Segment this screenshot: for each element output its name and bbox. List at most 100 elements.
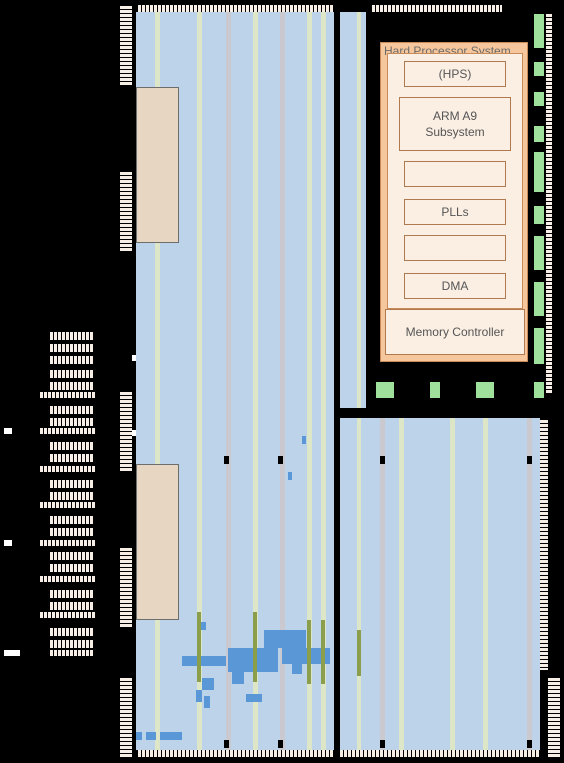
placed-logic[interactable] (136, 732, 142, 740)
hps-io-block[interactable] (476, 382, 494, 398)
m10k-column[interactable] (450, 418, 455, 750)
pin-group[interactable] (40, 428, 96, 434)
pin-group[interactable] (50, 344, 94, 352)
io-bank-top[interactable] (138, 5, 334, 12)
placed-logic[interactable] (288, 472, 292, 480)
hard-memory-block[interactable] (136, 464, 179, 620)
hps-io-block[interactable] (534, 92, 544, 106)
hps-label-block[interactable]: (HPS) (404, 61, 506, 87)
io-bank-left-3[interactable] (120, 392, 132, 472)
pin-group[interactable] (50, 492, 94, 500)
io-bank-bottom-right[interactable] (340, 750, 540, 757)
pin-group[interactable] (50, 442, 94, 450)
hps-peripheral-block[interactable] (404, 161, 506, 187)
m10k-column[interactable] (483, 418, 488, 750)
io-bank-right[interactable] (546, 14, 552, 394)
io-bank-left-4[interactable] (120, 548, 132, 628)
placed-logic[interactable] (200, 622, 206, 630)
pin-group[interactable] (50, 650, 94, 656)
pin-group[interactable] (50, 418, 94, 426)
m10k-column[interactable] (253, 12, 258, 750)
m10k-column[interactable] (321, 12, 326, 750)
placed-logic[interactable] (232, 672, 244, 684)
pin-group[interactable] (50, 590, 94, 598)
hps-io-block[interactable] (534, 152, 544, 192)
pin-marker[interactable] (4, 650, 20, 656)
pin-group[interactable] (40, 502, 96, 508)
hard-memory-block[interactable] (136, 87, 179, 243)
fpga-fabric-lower-right[interactable] (340, 418, 540, 750)
pin-group[interactable] (50, 628, 94, 636)
placed-logic[interactable] (146, 732, 156, 740)
m10k-column[interactable] (357, 418, 361, 750)
dsp-column[interactable] (226, 12, 231, 750)
m10k-column[interactable] (399, 418, 404, 750)
pin-group[interactable] (50, 528, 94, 536)
placed-logic[interactable] (282, 648, 330, 664)
m10k-column[interactable] (307, 12, 312, 750)
memory-controller-block[interactable]: Memory Controller (385, 309, 525, 355)
used-dsp-segment[interactable] (197, 612, 201, 682)
used-dsp-segment[interactable] (307, 620, 311, 684)
pin-group[interactable] (40, 612, 96, 618)
io-bank-right-lower[interactable] (540, 420, 548, 670)
pin-group[interactable] (50, 356, 94, 364)
placed-logic[interactable] (182, 656, 226, 666)
hps-io-block[interactable] (534, 126, 544, 142)
placed-logic[interactable] (302, 436, 306, 444)
pin-group[interactable] (50, 552, 94, 560)
dsp-column[interactable] (527, 418, 532, 750)
placed-logic[interactable] (196, 690, 202, 702)
m10k-column[interactable] (357, 12, 361, 408)
pin-group[interactable] (40, 540, 96, 546)
pin-group[interactable] (40, 466, 96, 472)
hps-region[interactable]: Hard Processor System (HPS) ARM A9 Subsy… (380, 42, 528, 362)
pin-group[interactable] (50, 406, 94, 414)
io-bank-top-right[interactable] (372, 5, 502, 12)
io-bank-bottom[interactable] (138, 750, 334, 757)
fpga-fabric-upper-mid[interactable] (340, 12, 366, 408)
hps-io-block[interactable] (376, 382, 394, 398)
pin-marker[interactable] (4, 540, 12, 546)
arm-a9-subsystem-block[interactable]: ARM A9 Subsystem (399, 97, 511, 151)
placed-logic[interactable] (292, 664, 302, 674)
pin-group[interactable] (50, 332, 94, 340)
hps-io-block[interactable] (534, 282, 544, 316)
pin-group[interactable] (50, 370, 94, 378)
dsp-column[interactable] (380, 418, 385, 750)
m10k-column[interactable] (197, 12, 202, 750)
placed-logic[interactable] (160, 732, 182, 740)
pin-marker[interactable] (132, 355, 136, 361)
dsp-column[interactable] (280, 12, 285, 750)
io-bank-left-1[interactable] (120, 6, 132, 86)
hps-io-block[interactable] (534, 236, 544, 270)
pin-group[interactable] (50, 516, 94, 524)
pin-group[interactable] (50, 382, 94, 390)
pin-group[interactable] (50, 640, 94, 648)
used-dsp-segment[interactable] (357, 630, 361, 676)
hps-peripheral-block-2[interactable] (404, 235, 506, 261)
pin-marker[interactable] (4, 428, 12, 434)
pin-group[interactable] (50, 564, 94, 572)
pin-group[interactable] (50, 480, 94, 488)
hps-io-block[interactable] (534, 382, 544, 398)
placed-logic[interactable] (204, 696, 210, 708)
io-bank-left-5[interactable] (120, 678, 132, 758)
used-dsp-segment[interactable] (321, 620, 325, 684)
io-bank-right-bottom[interactable] (548, 678, 560, 758)
m10k-column[interactable] (155, 12, 160, 750)
plls-block[interactable]: PLLs (404, 199, 506, 225)
pin-group[interactable] (40, 576, 96, 582)
pin-group[interactable] (50, 454, 94, 462)
io-bank-left-2[interactable] (120, 172, 132, 252)
hps-io-block[interactable] (534, 206, 544, 224)
pin-marker[interactable] (132, 430, 136, 436)
hps-io-block[interactable] (534, 14, 544, 48)
placed-logic[interactable] (202, 678, 214, 690)
dma-block[interactable]: DMA (404, 273, 506, 299)
used-dsp-segment[interactable] (253, 612, 257, 682)
hps-io-block[interactable] (534, 328, 544, 364)
placed-logic[interactable] (264, 630, 306, 648)
pin-group[interactable] (50, 602, 94, 610)
